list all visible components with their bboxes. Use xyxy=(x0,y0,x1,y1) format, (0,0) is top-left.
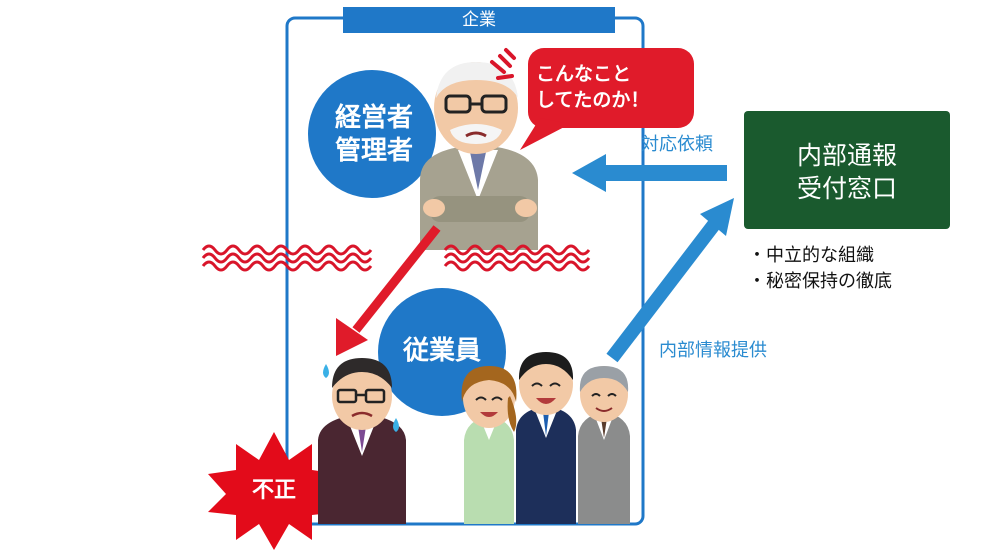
speech-bubble-text: こんなこと してたのか！ xyxy=(536,63,650,111)
report-arrow xyxy=(606,198,734,363)
employee-man-illustration xyxy=(516,352,576,524)
report-arrow-label: 内部情報提供 xyxy=(659,340,767,361)
wrongdoer-illustration xyxy=(318,358,406,524)
desk-features-list: ・中立的な組織 ・秘密保持の徹底 xyxy=(748,243,978,295)
manager-illustration xyxy=(420,48,538,250)
employee-label: 従業員 xyxy=(402,336,481,366)
request-arrow-label: 対応依頼 xyxy=(641,134,713,155)
fraud-label: 不正 xyxy=(251,478,296,503)
fraud-starburst xyxy=(208,432,340,550)
management-circle xyxy=(308,70,436,198)
request-arrow xyxy=(572,154,727,192)
employee-senior-illustration xyxy=(578,366,630,524)
desk-feature-item: ・中立的な組織 xyxy=(748,245,874,266)
desk-feature-item: ・秘密保持の徹底 xyxy=(748,271,892,293)
speech-bubble xyxy=(520,48,694,150)
divider-wave-left xyxy=(201,244,373,272)
company-label: 企業 xyxy=(343,7,615,33)
divider-wave-right xyxy=(443,244,591,272)
red-arrow xyxy=(336,225,441,356)
management-label: 経営者 管理者 xyxy=(334,103,413,166)
whistleblowing-desk-box xyxy=(744,111,950,229)
whistleblowing-desk-title: 内部通報 受付窓口 xyxy=(796,141,897,203)
employee-woman-illustration xyxy=(461,366,517,524)
